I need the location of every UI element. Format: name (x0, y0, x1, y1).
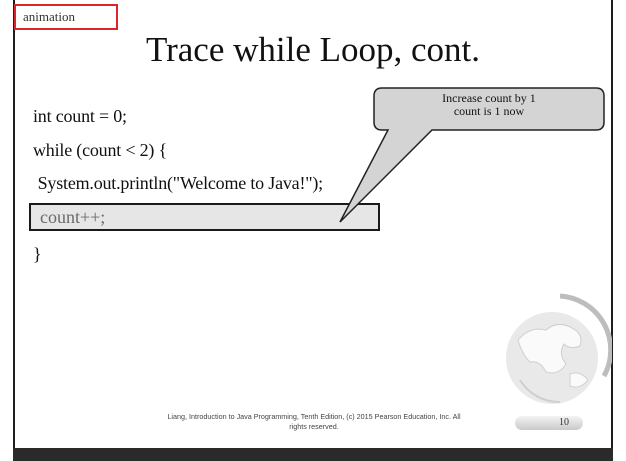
callout-text: Increase count by 1 count is 1 now (372, 92, 606, 118)
page-number-badge: 10 (515, 416, 583, 430)
code-line-5: } (33, 244, 42, 264)
callout-line-2: count is 1 now (453, 104, 525, 118)
code-line-2: while (count < 2) { (33, 140, 167, 160)
highlighted-statement: count++; (29, 203, 380, 231)
code-line-3: System.out.println("Welcome to Java!"); (29, 173, 324, 193)
footer-line-1: Liang, Introduction to Java Programming,… (167, 412, 461, 421)
slide-title: Trace while Loop, cont. (145, 30, 481, 69)
code-line-4: count++; (40, 207, 106, 227)
bottom-bar (13, 448, 613, 461)
animation-tag-label: animation (23, 9, 75, 24)
footer-copyright: Liang, Introduction to Java Programming,… (130, 412, 498, 432)
page-number: 10 (559, 417, 569, 428)
code-line-1: int count = 0; (33, 106, 127, 126)
animation-tag: animation (14, 4, 118, 30)
callout-line-1: Increase count by 1 (442, 91, 536, 105)
globe-icon (506, 293, 612, 404)
footer-line-2: rights reserved. (289, 422, 339, 431)
